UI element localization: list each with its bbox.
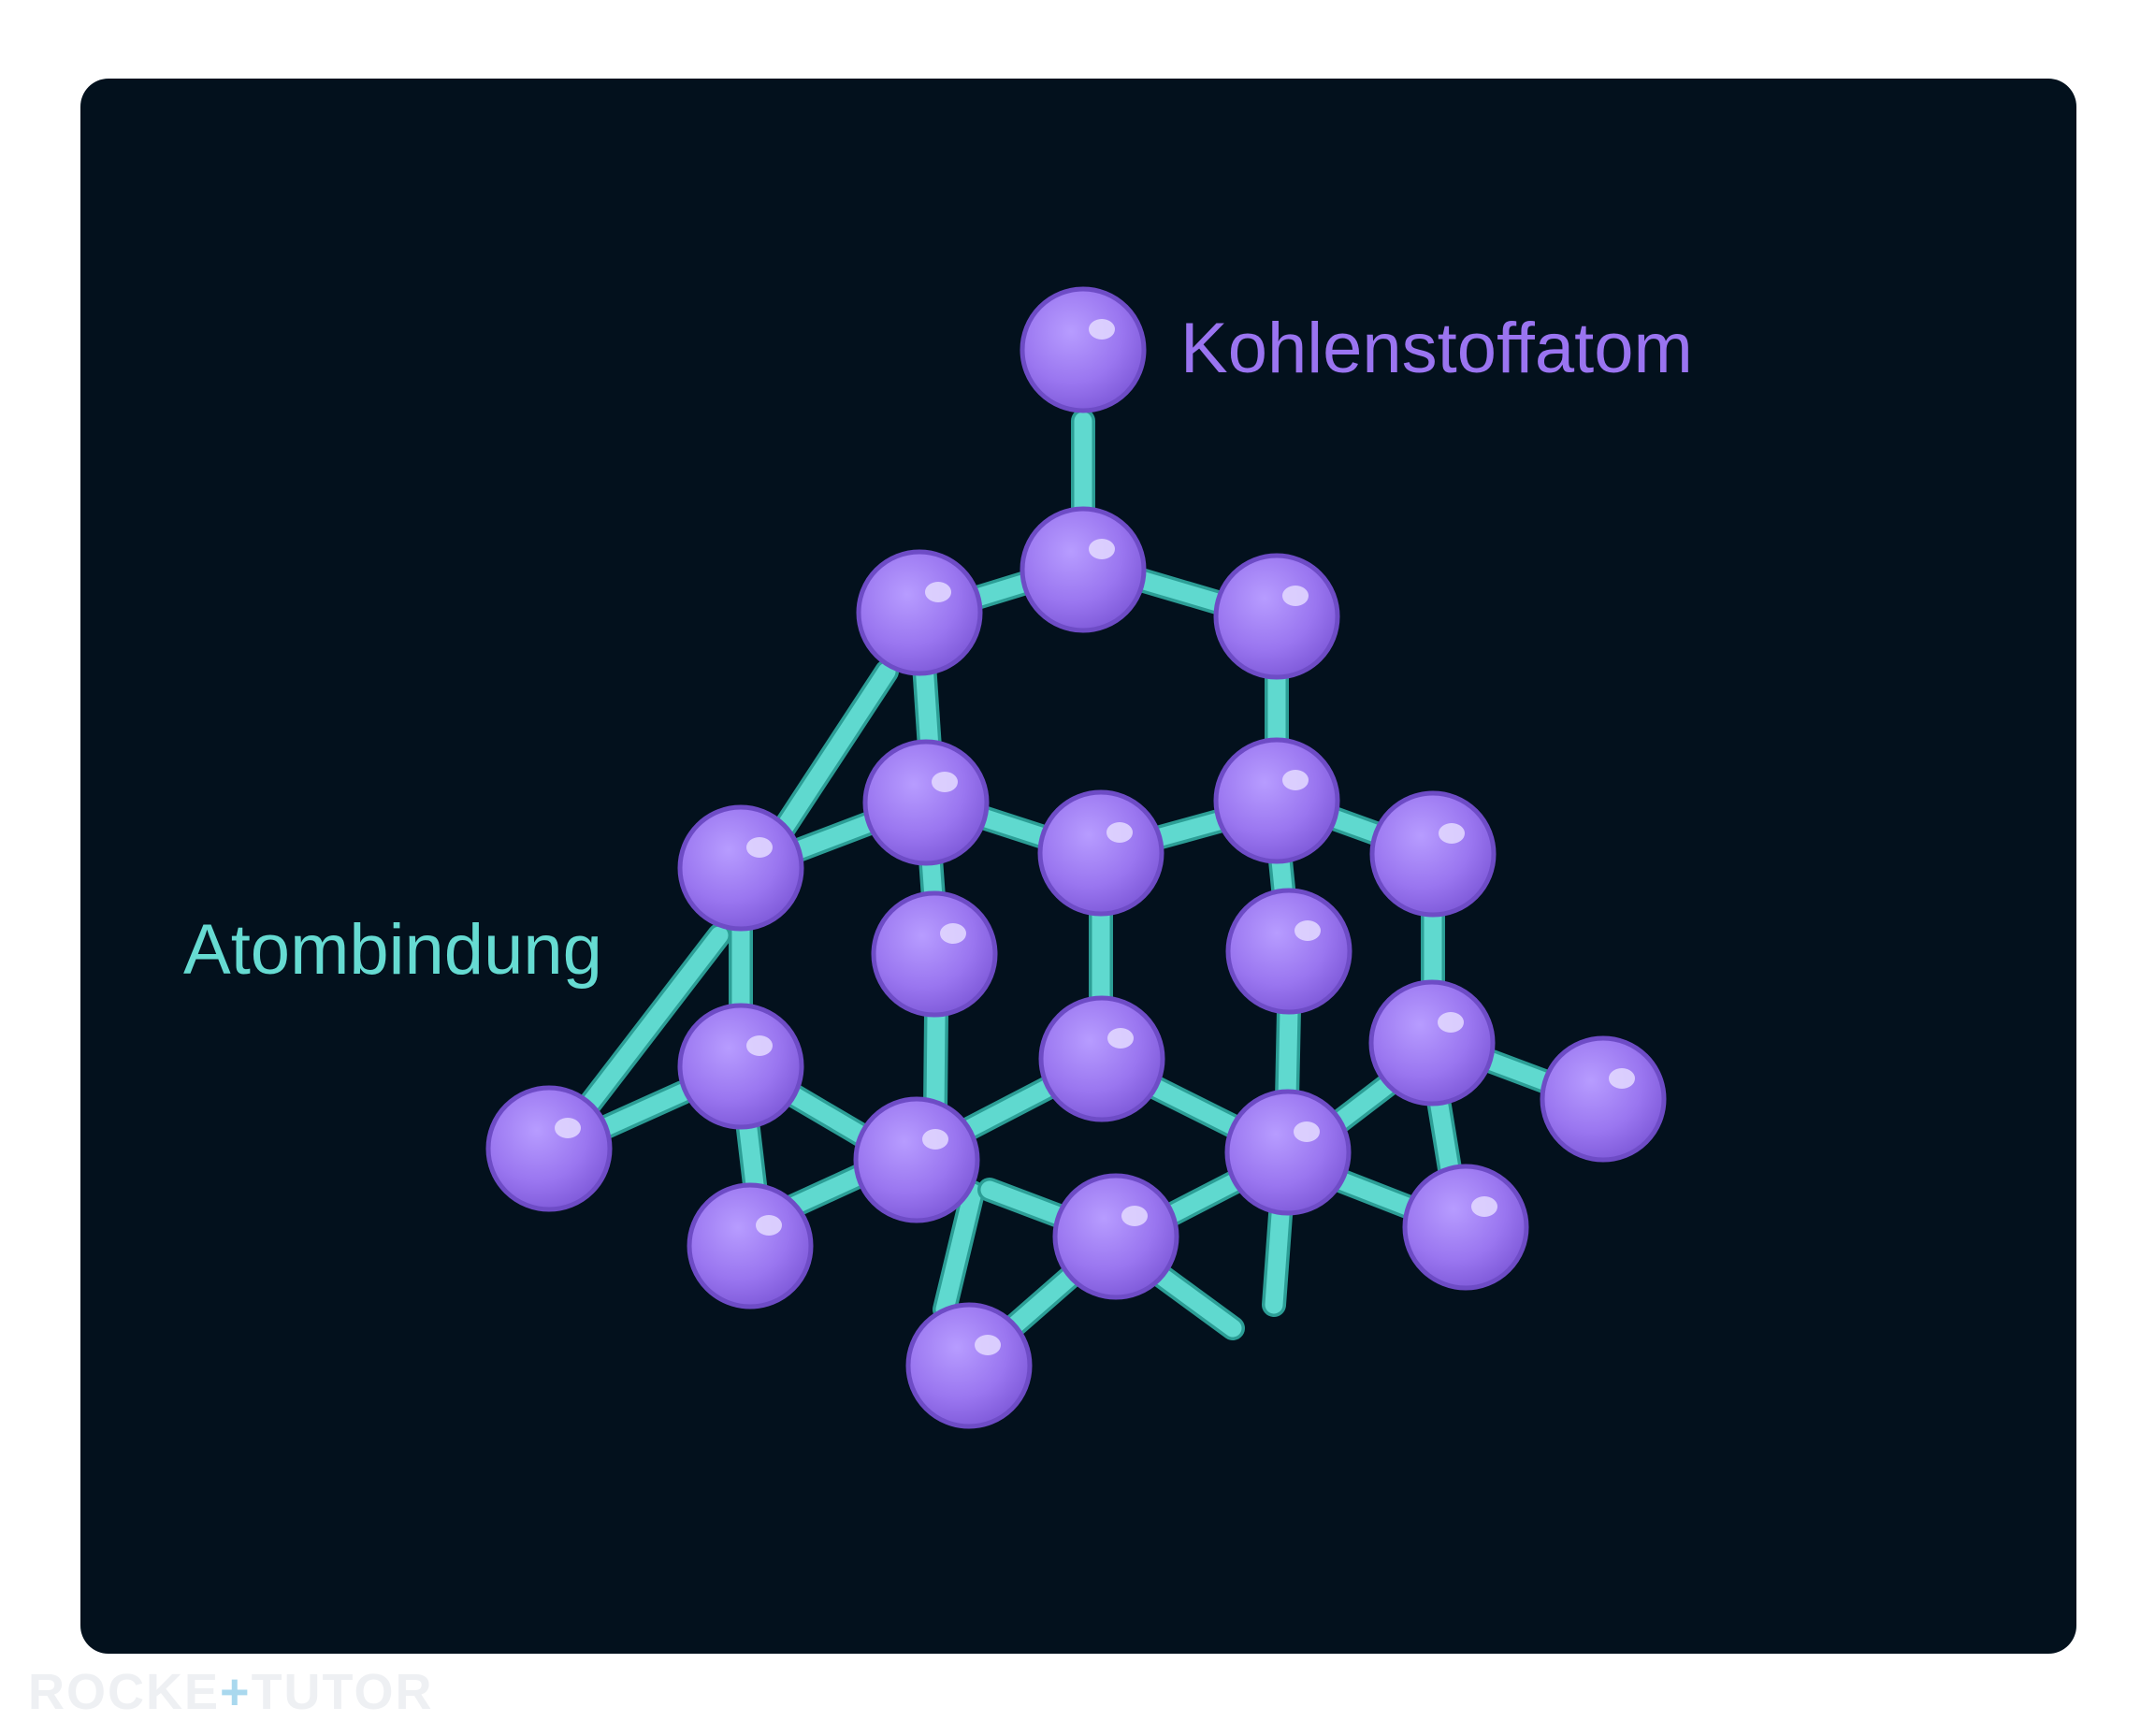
- carbon-atom-15: [485, 1085, 613, 1212]
- carbon-atom-17: [853, 1096, 980, 1223]
- atom-layer: [485, 286, 1667, 1429]
- bond-5: [565, 923, 731, 1133]
- watermark-part-2: TUTOR: [251, 1664, 434, 1720]
- bond-3: [1129, 568, 1242, 618]
- watermark-plus: +: [220, 1664, 252, 1720]
- watermark-logo: ROCKE+TUTOR: [28, 1663, 434, 1721]
- carbon-atom-5: [862, 739, 990, 866]
- carbon-atom-12: [677, 1003, 804, 1130]
- carbon-atom-8: [1037, 789, 1164, 917]
- carbon-atom-6: [1213, 737, 1340, 864]
- bond-22: [1135, 1071, 1256, 1144]
- bond-32: [1144, 1260, 1245, 1340]
- carbon-atom-21: [1052, 1173, 1179, 1300]
- carbon-atom-2: [1020, 506, 1147, 633]
- atomic-bond-label: Atombindung: [183, 910, 602, 990]
- bond-21: [947, 1071, 1069, 1146]
- carbon-atom-22: [905, 1302, 1033, 1429]
- carbon-atom-label: Kohlenstoffatom: [1180, 309, 1693, 388]
- carbon-atom-16: [1540, 1035, 1667, 1163]
- carbon-atom-13: [1038, 995, 1165, 1122]
- bond-4: [764, 659, 899, 852]
- bond-28: [933, 1180, 985, 1322]
- carbon-atom-4: [1213, 553, 1340, 680]
- carbon-atom-11: [1225, 888, 1352, 1015]
- carbon-atom-19: [1402, 1164, 1529, 1291]
- carbon-atom-7: [677, 804, 804, 932]
- bond-10: [1138, 807, 1237, 852]
- carbon-atom-3: [856, 549, 983, 676]
- bond-8: [776, 809, 887, 866]
- watermark-part-1: ROCKE: [28, 1664, 221, 1720]
- carbon-atom-18: [1224, 1089, 1352, 1216]
- carbon-atom-1: [1020, 286, 1147, 413]
- carbon-atom-10: [871, 890, 998, 1018]
- bond-17: [923, 1003, 948, 1121]
- carbon-atom-9: [1369, 790, 1497, 918]
- carbon-atom-14: [1368, 979, 1496, 1107]
- bond-33: [1262, 1190, 1294, 1317]
- bond-6: [912, 652, 942, 760]
- carbon-atom-20: [687, 1182, 814, 1309]
- bond-18: [1275, 998, 1301, 1111]
